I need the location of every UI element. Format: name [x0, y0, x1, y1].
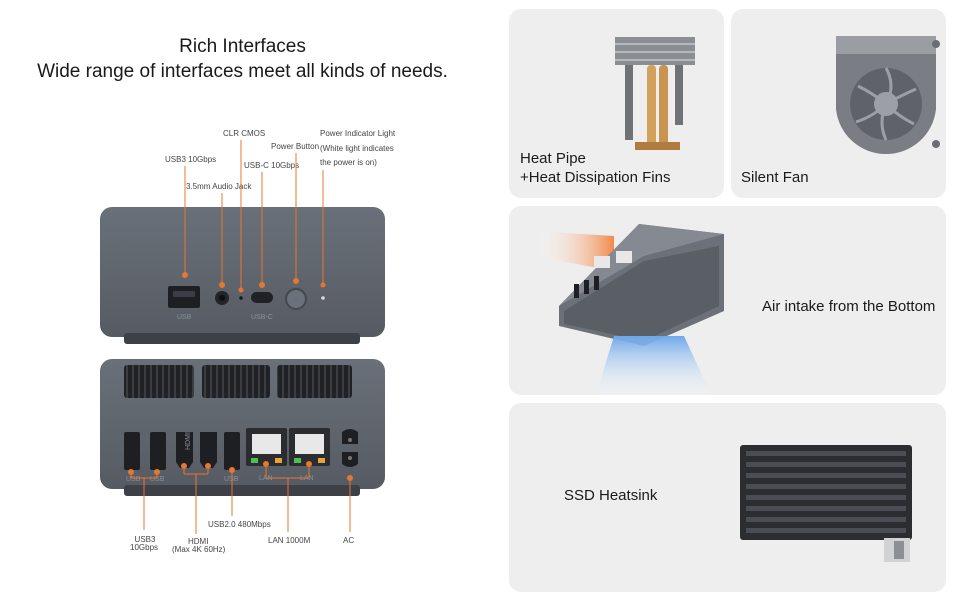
power-button	[285, 288, 307, 310]
engraved-usb-b: USB	[150, 476, 165, 483]
fan-text: Silent Fan	[741, 169, 809, 186]
label-hdmi-2: (Max 4K 60Hz)	[172, 545, 226, 554]
engraved-usb-a: USB	[126, 476, 141, 483]
clr-cmos-hole	[239, 296, 243, 300]
card-heat-pipe: Heat Pipe +Heat Dissipation Fins	[509, 9, 724, 198]
label-usb3-back-1: USB3	[134, 535, 156, 544]
engraved-lan-a: LAN	[259, 475, 273, 482]
label-indicator-2: (White light indicates	[320, 144, 394, 153]
label-indicator-1: Power Indicator Light	[320, 129, 396, 138]
back-panel	[100, 359, 385, 496]
label-lan: LAN 1000M	[268, 536, 311, 545]
ssd-text: SSD Heatsink	[564, 487, 658, 504]
front-panel	[100, 207, 385, 344]
label-usb3-front: USB3 10Gbps	[165, 155, 217, 164]
power-indicator	[321, 296, 325, 300]
engraved-hdmi: HDMI	[185, 432, 192, 450]
page-title: Rich Interfaces	[179, 36, 306, 57]
label-clr-cmos: CLR CMOS	[223, 129, 266, 138]
label-usb3-back-2: 10Gbps	[130, 543, 159, 552]
label-power-button: Power Button	[271, 142, 320, 151]
label-indicator-3: the power is on)	[320, 158, 377, 167]
page-subtitle: Wide range of interfaces meet all kinds …	[37, 61, 448, 82]
device-illustration: USB USB-C USB USB USB HDMI LAN LAN	[100, 140, 385, 534]
engraved-usb: USB	[177, 314, 192, 321]
card-fan: Silent Fan	[731, 9, 946, 198]
callout-lines	[128, 140, 353, 534]
label-usbc: USB-C 10Gbps	[244, 161, 300, 170]
ssd-heatsink-icon	[740, 445, 912, 562]
fan-icon	[836, 36, 940, 155]
card-ssd: SSD Heatsink	[509, 403, 946, 592]
card-air-intake: Air intake from the Bottom	[509, 206, 946, 396]
engraved-usbc: USB-C	[251, 314, 273, 321]
engraved-usb-c: USB	[224, 476, 239, 483]
heat-pipe-text-2: +Heat Dissipation Fins	[520, 169, 671, 186]
heat-pipe-icon	[615, 37, 695, 150]
usbc-port	[251, 292, 273, 303]
air-intake-text: Air intake from the Bottom	[762, 298, 936, 315]
heat-pipe-text-1: Heat Pipe	[520, 150, 586, 167]
label-audio-jack: 3.5mm Audio Jack	[186, 182, 252, 191]
label-usb2: USB2.0 480Mbps	[208, 520, 271, 529]
label-ac: AC	[343, 536, 355, 545]
label-hdmi-1: HDMI	[188, 537, 209, 546]
air-intake-icon	[534, 224, 724, 396]
